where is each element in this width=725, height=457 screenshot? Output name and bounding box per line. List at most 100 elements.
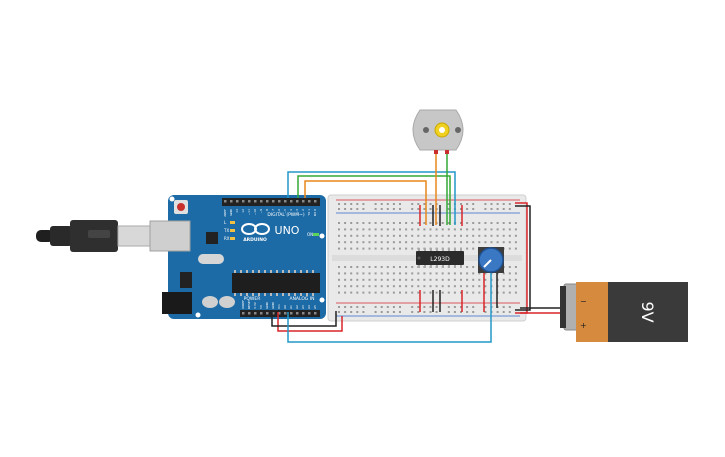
rail-hole xyxy=(399,306,401,308)
terminal-hole xyxy=(411,266,414,268)
chip-pin xyxy=(252,270,254,273)
chip-pin xyxy=(294,293,296,296)
rail-hole xyxy=(362,203,365,205)
terminal-hole xyxy=(362,272,365,275)
terminal-hole xyxy=(386,278,389,281)
terminal-hole xyxy=(423,222,426,224)
terminal-hole xyxy=(429,234,432,237)
terminal-hole xyxy=(386,291,389,294)
terminal-hole xyxy=(502,228,505,231)
rail-hole xyxy=(453,311,456,313)
terminal-hole xyxy=(514,266,517,268)
chip-pin xyxy=(240,270,242,273)
terminal-hole xyxy=(356,234,359,237)
terminal-hole xyxy=(429,285,432,288)
rail-hole xyxy=(344,306,347,308)
terminal-hole xyxy=(417,228,420,231)
wire-orange-top[interactable] xyxy=(304,180,427,225)
wire-blue-analog[interactable] xyxy=(287,272,492,343)
terminal-hole xyxy=(392,285,395,288)
ic-pin xyxy=(436,248,438,251)
terminal-hole xyxy=(447,272,450,275)
terminal-hole xyxy=(386,266,389,268)
digital-header[interactable] xyxy=(222,198,320,206)
terminal-hole xyxy=(380,228,383,231)
terminal-hole xyxy=(466,278,469,281)
terminal-hole xyxy=(466,285,469,288)
terminal-hole xyxy=(350,234,353,237)
terminal-hole xyxy=(350,272,353,275)
terminal-hole xyxy=(466,234,469,237)
terminal-hole xyxy=(460,278,462,281)
terminal-hole xyxy=(514,278,517,281)
chip-pin xyxy=(288,293,290,296)
terminal-hole xyxy=(484,222,487,224)
digital-pin-label: 7 xyxy=(271,209,275,211)
terminal-hole xyxy=(484,291,487,294)
terminal-hole xyxy=(472,241,475,244)
rail-hole xyxy=(374,306,377,308)
rail-hole xyxy=(417,306,420,308)
terminal-hole xyxy=(484,241,487,244)
ic-pin xyxy=(442,248,444,251)
wire-green-top[interactable] xyxy=(297,175,451,225)
terminal-hole xyxy=(405,272,408,275)
terminal-hole xyxy=(368,285,371,288)
power-pin-label: IOREF xyxy=(241,300,245,309)
chip-pin xyxy=(288,270,290,273)
tx-label: TX xyxy=(223,228,229,233)
terminal-hole xyxy=(502,222,505,224)
breadboard-jumpers[interactable] xyxy=(419,205,498,312)
terminal-hole xyxy=(411,241,414,244)
wire-black-gnd[interactable] xyxy=(271,311,337,327)
digital-pin-label: ~6 xyxy=(277,209,281,214)
rail-hole xyxy=(344,311,347,313)
wire-red-5v[interactable] xyxy=(277,312,343,332)
terminal-hole xyxy=(441,222,444,224)
potentiometer[interactable] xyxy=(478,247,504,273)
bottom-pin-hole xyxy=(278,312,281,315)
rail-hole xyxy=(429,203,432,205)
chip-pin xyxy=(300,270,302,273)
terminal-hole xyxy=(411,222,414,224)
terminal-hole xyxy=(380,272,383,275)
motor-shaft xyxy=(439,127,445,133)
terminal-hole xyxy=(508,291,511,294)
battery-plus-label: + xyxy=(580,321,587,330)
terminal-hole xyxy=(508,241,511,244)
rail-hole xyxy=(490,208,493,210)
terminal-hole xyxy=(478,241,481,244)
bottom-pin-hole xyxy=(266,312,269,315)
usb-cable[interactable] xyxy=(36,220,155,252)
rail-hole xyxy=(466,208,469,210)
terminal-hole xyxy=(423,241,426,244)
battery-minus-label: − xyxy=(580,297,587,306)
l293d-ic[interactable]: L293D xyxy=(416,248,464,268)
terminal-hole xyxy=(478,285,481,288)
terminal-hole xyxy=(453,241,456,244)
battery-9v[interactable]: − + 9V xyxy=(560,282,688,342)
wires[interactable] xyxy=(271,150,565,343)
terminal-hole xyxy=(368,278,371,281)
terminal-hole xyxy=(362,222,365,224)
terminal-hole xyxy=(386,228,389,231)
ic-pin xyxy=(436,265,438,268)
chip-pin xyxy=(234,293,236,296)
wire-black-right-rail[interactable] xyxy=(515,205,531,311)
wire-blue-top[interactable] xyxy=(287,171,456,225)
terminal-hole xyxy=(411,285,414,288)
rail-hole xyxy=(429,306,432,308)
chip-pin xyxy=(270,270,272,273)
rail-hole xyxy=(362,306,365,308)
terminal-hole xyxy=(386,247,389,250)
terminal-hole xyxy=(447,241,450,244)
rail-hole xyxy=(466,306,469,308)
terminal-hole xyxy=(356,228,359,231)
terminal-hole xyxy=(374,241,377,244)
rail-hole xyxy=(453,306,456,308)
rail-hole xyxy=(392,306,395,308)
dc-motor[interactable] xyxy=(412,109,464,154)
ic-pins xyxy=(418,248,462,268)
terminal-hole xyxy=(399,285,401,288)
